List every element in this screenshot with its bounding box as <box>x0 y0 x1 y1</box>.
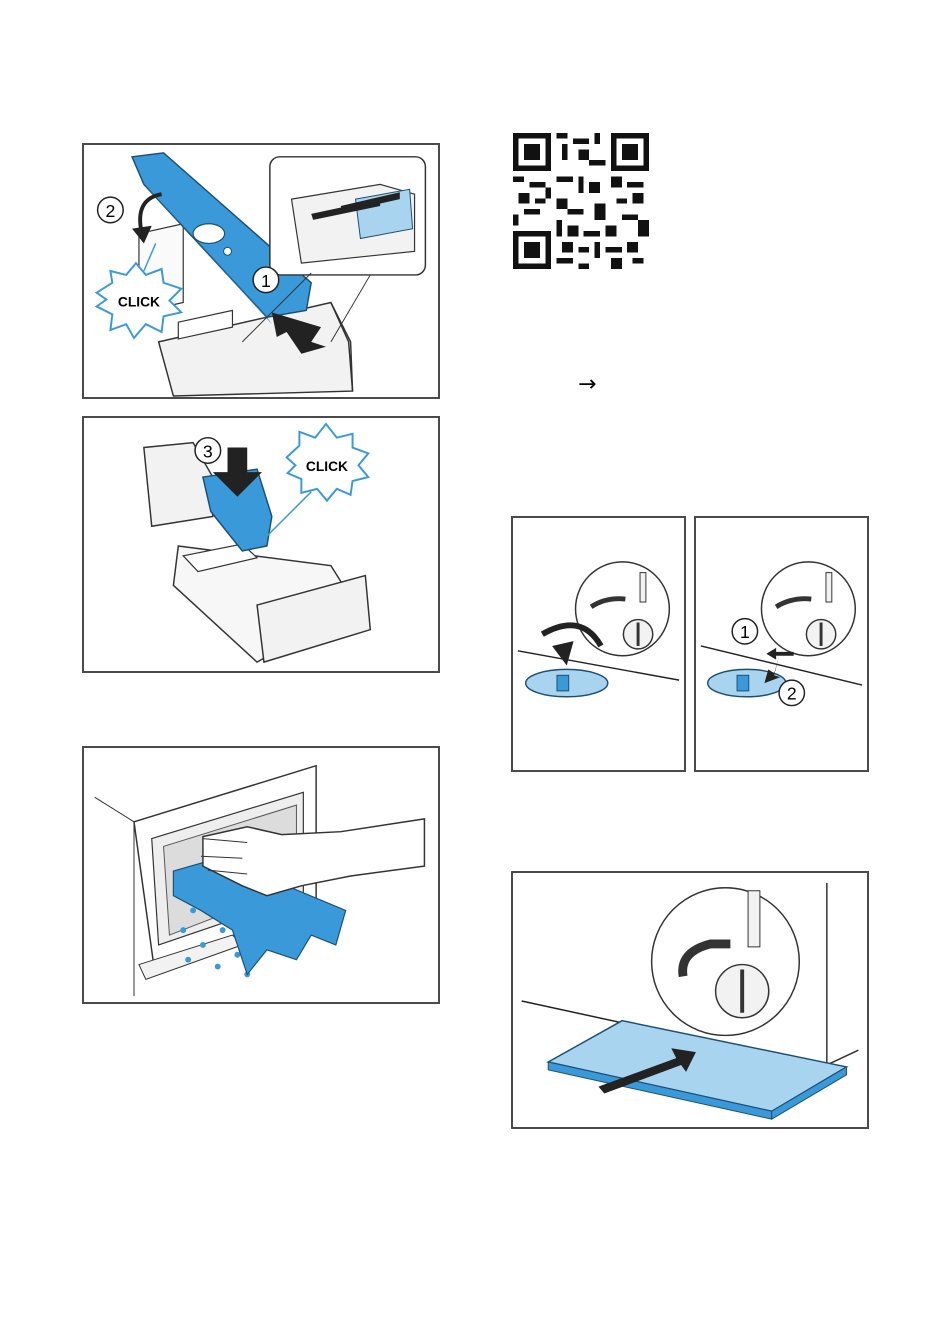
qr-code[interactable] <box>513 133 649 269</box>
step-one-label-2: 1 <box>740 622 750 642</box>
click-label: CLICK <box>118 294 160 309</box>
arrow-symbol: → <box>578 372 596 397</box>
figure-pump-cover-open <box>511 516 686 772</box>
dispenser-insert-illustration: CLICK 1 2 <box>84 145 438 397</box>
wipe-compartment-illustration <box>84 748 438 1002</box>
step-one-label: 1 <box>261 271 271 291</box>
figure-dispenser-press: CLICK 3 <box>82 416 440 673</box>
dispenser-press-illustration: CLICK 3 <box>84 418 438 671</box>
pump-cover-open-illustration <box>513 518 684 770</box>
step-three-label: 3 <box>203 441 213 461</box>
flat-container-illustration <box>513 873 867 1127</box>
click-label-2: CLICK <box>306 459 348 474</box>
figure-flat-container <box>511 871 869 1129</box>
step-two-label: 2 <box>105 201 115 221</box>
step-two-label-2: 2 <box>787 684 797 704</box>
pump-cover-latch-illustration: 1 2 <box>696 518 867 770</box>
figure-wipe-compartment <box>82 746 440 1004</box>
figure-dispenser-insert: CLICK 1 2 <box>82 143 440 399</box>
figure-pump-cover-latch: 1 2 <box>694 516 869 772</box>
